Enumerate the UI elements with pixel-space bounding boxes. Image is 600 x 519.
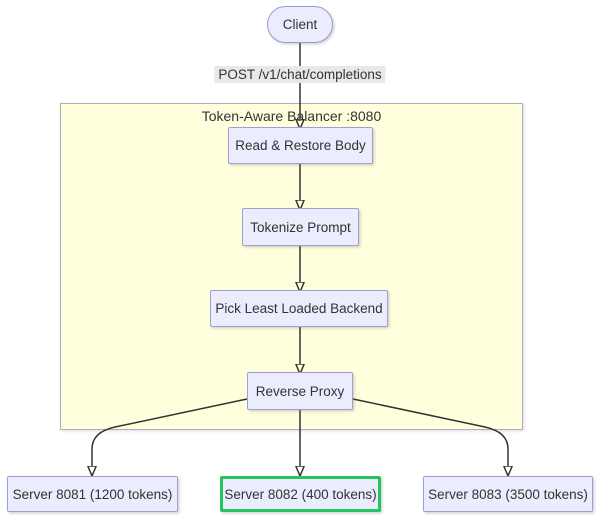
node-server-8081: Server 8081 (1200 tokens): [7, 476, 178, 512]
node-read-restore-body-label: Read & Restore Body: [235, 138, 366, 153]
node-client: Client: [267, 6, 333, 43]
node-tokenize-prompt: Tokenize Prompt: [242, 208, 359, 246]
node-read-restore-body: Read & Restore Body: [228, 127, 373, 164]
node-server-8082-selected: Server 8082 (400 tokens): [220, 476, 381, 512]
edge-label-post-request: POST /v1/chat/completions: [214, 66, 386, 83]
node-tokenize-prompt-label: Tokenize Prompt: [250, 219, 351, 235]
node-pick-least-loaded-backend-label: Pick Least Loaded Backend: [215, 301, 383, 316]
node-reverse-proxy: Reverse Proxy: [247, 372, 353, 410]
node-reverse-proxy-label: Reverse Proxy: [255, 383, 345, 399]
node-server-8082-label: Server 8082 (400 tokens): [224, 486, 377, 502]
balancer-cluster-title: Token-Aware Balancer :8080: [201, 108, 382, 124]
node-server-8081-label: Server 8081 (1200 tokens): [12, 486, 173, 502]
node-client-label: Client: [282, 17, 318, 32]
node-server-8083-label: Server 8083 (3500 tokens): [428, 486, 588, 502]
node-pick-least-loaded-backend: Pick Least Loaded Backend: [210, 290, 388, 327]
node-server-8083: Server 8083 (3500 tokens): [423, 476, 593, 512]
